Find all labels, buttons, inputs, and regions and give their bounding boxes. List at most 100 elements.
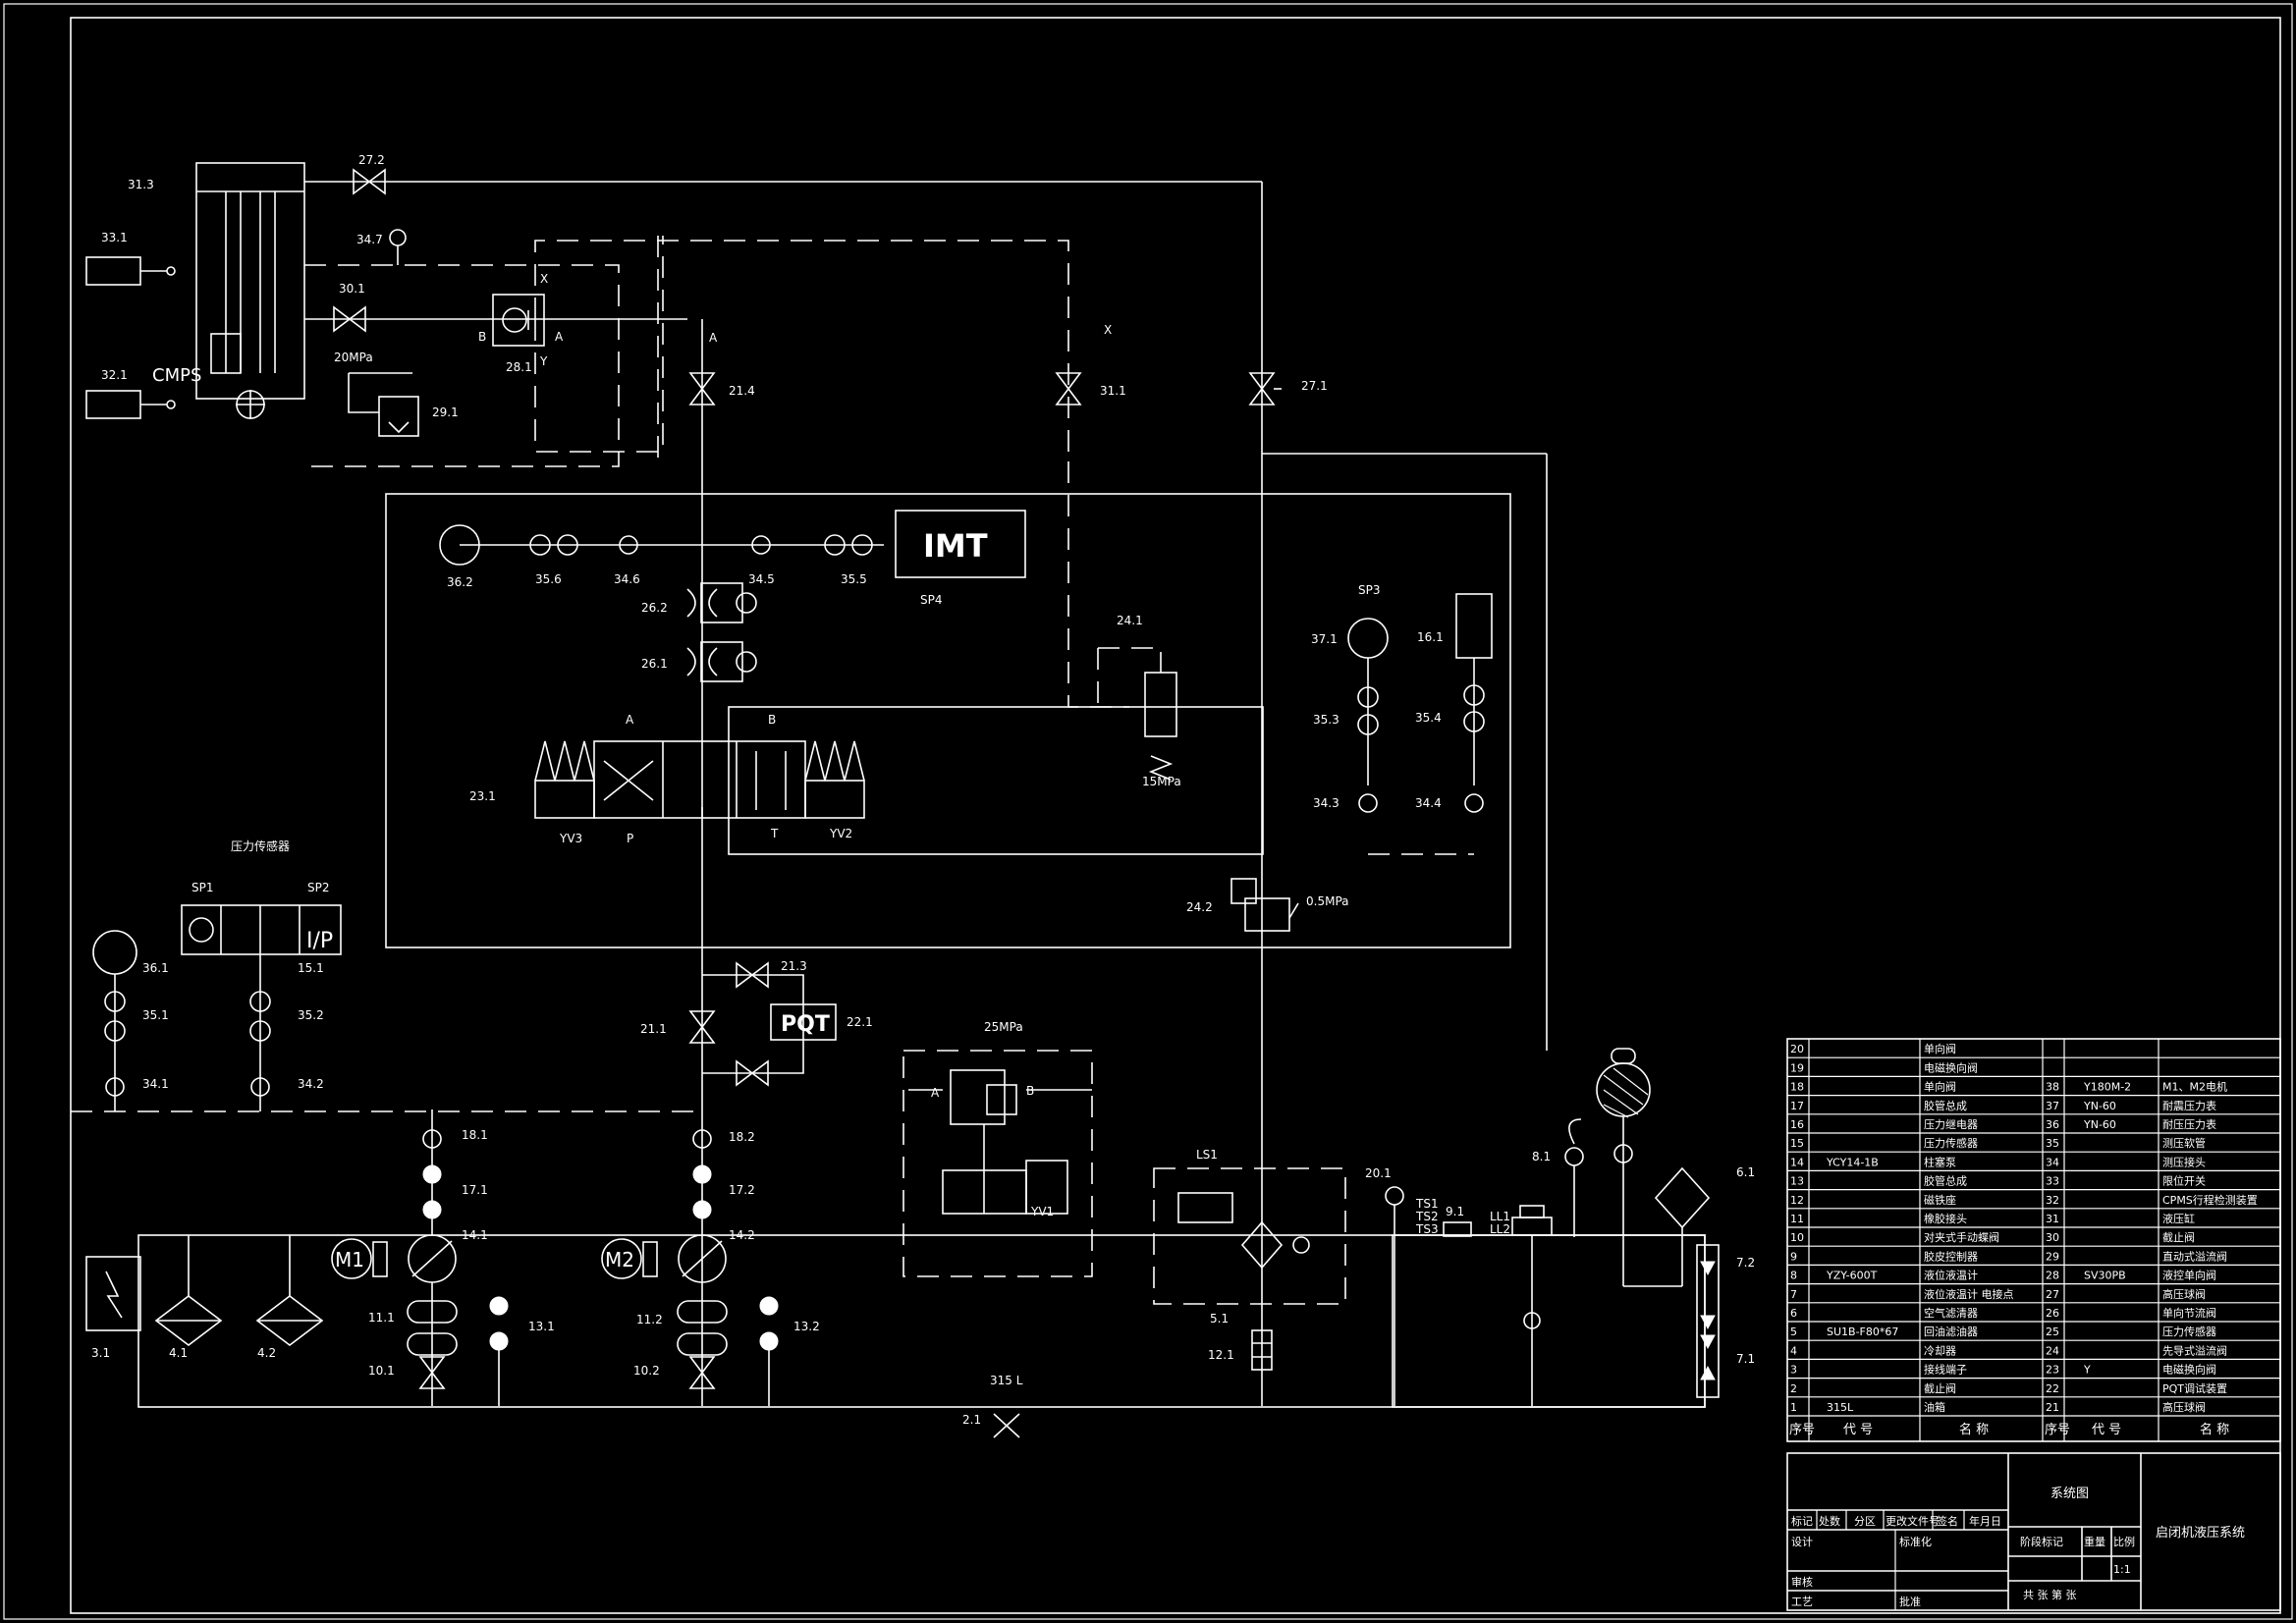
part-name: M1、M2电机 — [2162, 1080, 2227, 1094]
part-seq: 23 — [2046, 1364, 2059, 1377]
tb-design: 设计 — [1791, 1536, 1813, 1548]
label-35-1: 35.1 — [142, 1008, 169, 1022]
label-26-1: 26.1 — [641, 657, 668, 671]
part-name: CPMS行程检测装置 — [2162, 1193, 2258, 1207]
part-name: PQT调试装置 — [2162, 1382, 2227, 1395]
label-17-1: 17.1 — [462, 1183, 488, 1197]
part-name: 空气滤清器 — [1924, 1306, 1978, 1320]
terminal-3-1 — [85, 1256, 141, 1331]
part-name: 胶管总成 — [1924, 1099, 1967, 1112]
part-seq: 13 — [1790, 1175, 1804, 1188]
tb-change-doc: 更改文件号 — [1886, 1514, 1940, 1528]
part-name: 液控单向阀 — [2162, 1269, 2216, 1282]
label-0-5mpa: 0.5MPa — [1306, 894, 1349, 908]
label-14-2: 14.2 — [729, 1228, 755, 1242]
label-35-5: 35.5 — [841, 572, 867, 586]
tb-approve: 批准 — [1899, 1595, 1921, 1608]
part-seq: 37 — [2046, 1100, 2059, 1112]
part-name: 截止阀 — [1924, 1381, 1956, 1395]
port-p-23: P — [627, 832, 633, 845]
relief-valve-29-1 — [378, 396, 419, 437]
label-3-1: 3.1 — [91, 1346, 110, 1360]
part-code: YN-60 — [2083, 1118, 2116, 1131]
part-code: 315L — [1827, 1401, 1854, 1414]
oil-tank — [1392, 1234, 1706, 1408]
label-11-1: 11.1 — [368, 1311, 395, 1325]
directional-valve-23-1 — [593, 740, 806, 819]
title-block: 系统图 启闭机液压系统 标记 处数 分区 更改文件号 签名 年月日 设计 标准化… — [1786, 1452, 2281, 1611]
part-seq: 4 — [1790, 1344, 1797, 1357]
part-seq: 7 — [1790, 1288, 1797, 1301]
label-7-1: 7.1 — [1736, 1352, 1755, 1366]
part-seq: 31 — [2046, 1213, 2059, 1225]
label-31-1: 31.1 — [1100, 384, 1126, 398]
part-name: 回油滤油器 — [1924, 1325, 1978, 1338]
port-t-23: T — [770, 827, 779, 840]
part-seq: 38 — [2046, 1081, 2059, 1094]
part-name: 磁铁座 — [1924, 1193, 1956, 1207]
label-8-1: 8.1 — [1532, 1150, 1551, 1163]
gauge-36-1 — [92, 930, 137, 975]
part-seq: 28 — [2046, 1270, 2059, 1282]
label-6-1: 6.1 — [1736, 1165, 1755, 1179]
filter-diamond — [1240, 1220, 1284, 1270]
label-18-1: 18.1 — [462, 1128, 488, 1142]
limit-switch-32-1 — [85, 390, 141, 419]
port-x-31: X — [1104, 323, 1112, 337]
level-gauge — [1696, 1244, 1720, 1398]
part-code: YN-60 — [2083, 1100, 2116, 1112]
motor-m1 — [331, 1238, 372, 1279]
drain-valve-2-1 — [993, 1413, 1020, 1438]
tb-scale: 比例 — [2113, 1535, 2135, 1548]
part-name: 压力传感器 — [1924, 1137, 1978, 1150]
label-5-1: 5.1 — [1210, 1312, 1229, 1325]
ball-valve-21-3 — [736, 961, 769, 989]
label-m2: M2 — [605, 1248, 634, 1271]
part-name: 单向节流阀 — [2162, 1306, 2216, 1320]
label-21-1: 21.1 — [640, 1022, 667, 1036]
part-name: 限位开关 — [2162, 1174, 2206, 1188]
label-10-2: 10.2 — [633, 1364, 660, 1378]
label-9-1: 9.1 — [1446, 1205, 1464, 1218]
part-name: 高压球阀 — [2162, 1400, 2206, 1414]
part-seq: 34 — [2046, 1156, 2059, 1168]
part-name: 截止阀 — [2162, 1230, 2195, 1244]
part-seq: 27 — [2046, 1288, 2059, 1301]
label-20mpa: 20MPa — [334, 351, 373, 364]
tb-weight: 重量 — [2084, 1535, 2105, 1548]
limit-switch-33-1 — [85, 256, 141, 286]
label-ls1: LS1 — [1196, 1148, 1218, 1162]
label-sp1: SP1 — [191, 881, 214, 894]
part-name: 压力继电器 — [1924, 1118, 1978, 1131]
part-name: 测压接头 — [2162, 1156, 2206, 1168]
parts-table-header: 名 称 — [1959, 1422, 1989, 1437]
tb-zone: 分区 — [1854, 1515, 1876, 1528]
label-sp3: SP3 — [1358, 583, 1381, 597]
cooler-4-1 — [154, 1294, 223, 1347]
label-34-5: 34.5 — [748, 572, 775, 586]
outer-frame — [3, 3, 2293, 1620]
ball-valve-21-4 — [688, 372, 716, 406]
part-code: YZY-600T — [1826, 1270, 1878, 1282]
part-seq: 25 — [2046, 1325, 2059, 1338]
inner-frame — [70, 17, 2281, 1614]
cylinder-body — [195, 162, 305, 400]
part-code: SV30PB — [2084, 1270, 2126, 1282]
label-21-3: 21.3 — [781, 959, 807, 973]
label-17-2: 17.2 — [729, 1183, 755, 1197]
label-34-6: 34.6 — [614, 572, 640, 586]
ball-valve-27-2 — [353, 168, 386, 195]
label-34-7: 34.7 — [356, 233, 383, 246]
tb-craft: 工艺 — [1791, 1596, 1813, 1608]
butterfly-valve-10-2 — [688, 1356, 716, 1389]
part-seq: 3 — [1790, 1364, 1797, 1377]
label-yv3: YV3 — [559, 832, 582, 845]
pqt-group — [688, 961, 837, 1087]
part-name: 液压缸 — [2162, 1212, 2195, 1225]
label-315l: 315 L — [990, 1374, 1023, 1387]
part-seq: 9 — [1790, 1250, 1797, 1263]
label-7-2: 7.2 — [1736, 1256, 1755, 1270]
port-y-28: Y — [539, 354, 548, 368]
pressure-sensor-block — [181, 904, 342, 955]
